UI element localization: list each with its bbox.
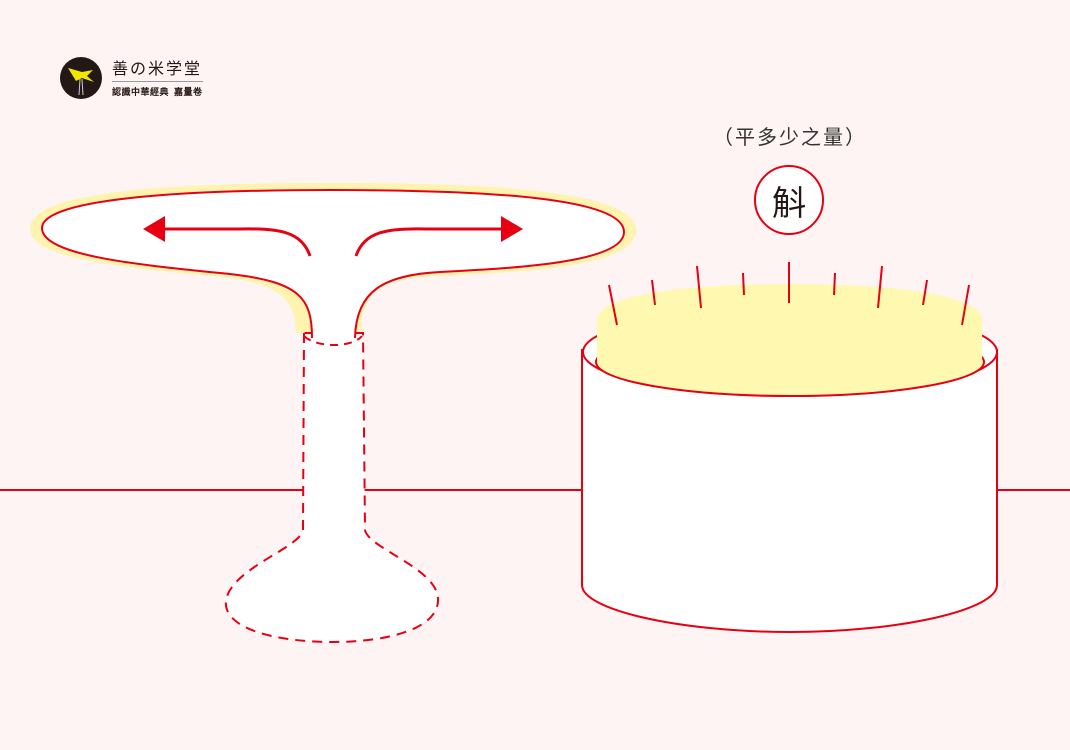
logo-subtitle-main: 認識中華經典 [112,87,170,98]
diagram-caption: （平多少之量） [713,125,867,149]
neck-ellipse [303,335,363,346]
logo-subtitle: 認識中華經典嘉量卷 [112,85,203,98]
cylinder-body [581,349,998,634]
vessel-stem-foot [224,332,440,644]
leveling-marks [608,262,970,326]
left-vessel-figure [29,183,636,644]
left-arrow-head [143,216,165,242]
grain-heap [597,284,982,392]
dish-outline [40,188,626,339]
logo-subtitle-tag: 嘉量卷 [174,87,203,98]
right-cylinder-figure [581,262,998,634]
unit-label-circle: 斛 [754,165,824,235]
brand-logo: 善の米学堂 認識中華經典嘉量卷 [60,56,203,100]
golden-bird-icon [60,57,102,99]
right-arrow-head [501,216,523,242]
left-arrow-shaft [158,227,312,257]
logo-title: 善の米学堂 [112,59,203,82]
right-arrow-shaft [354,227,508,257]
